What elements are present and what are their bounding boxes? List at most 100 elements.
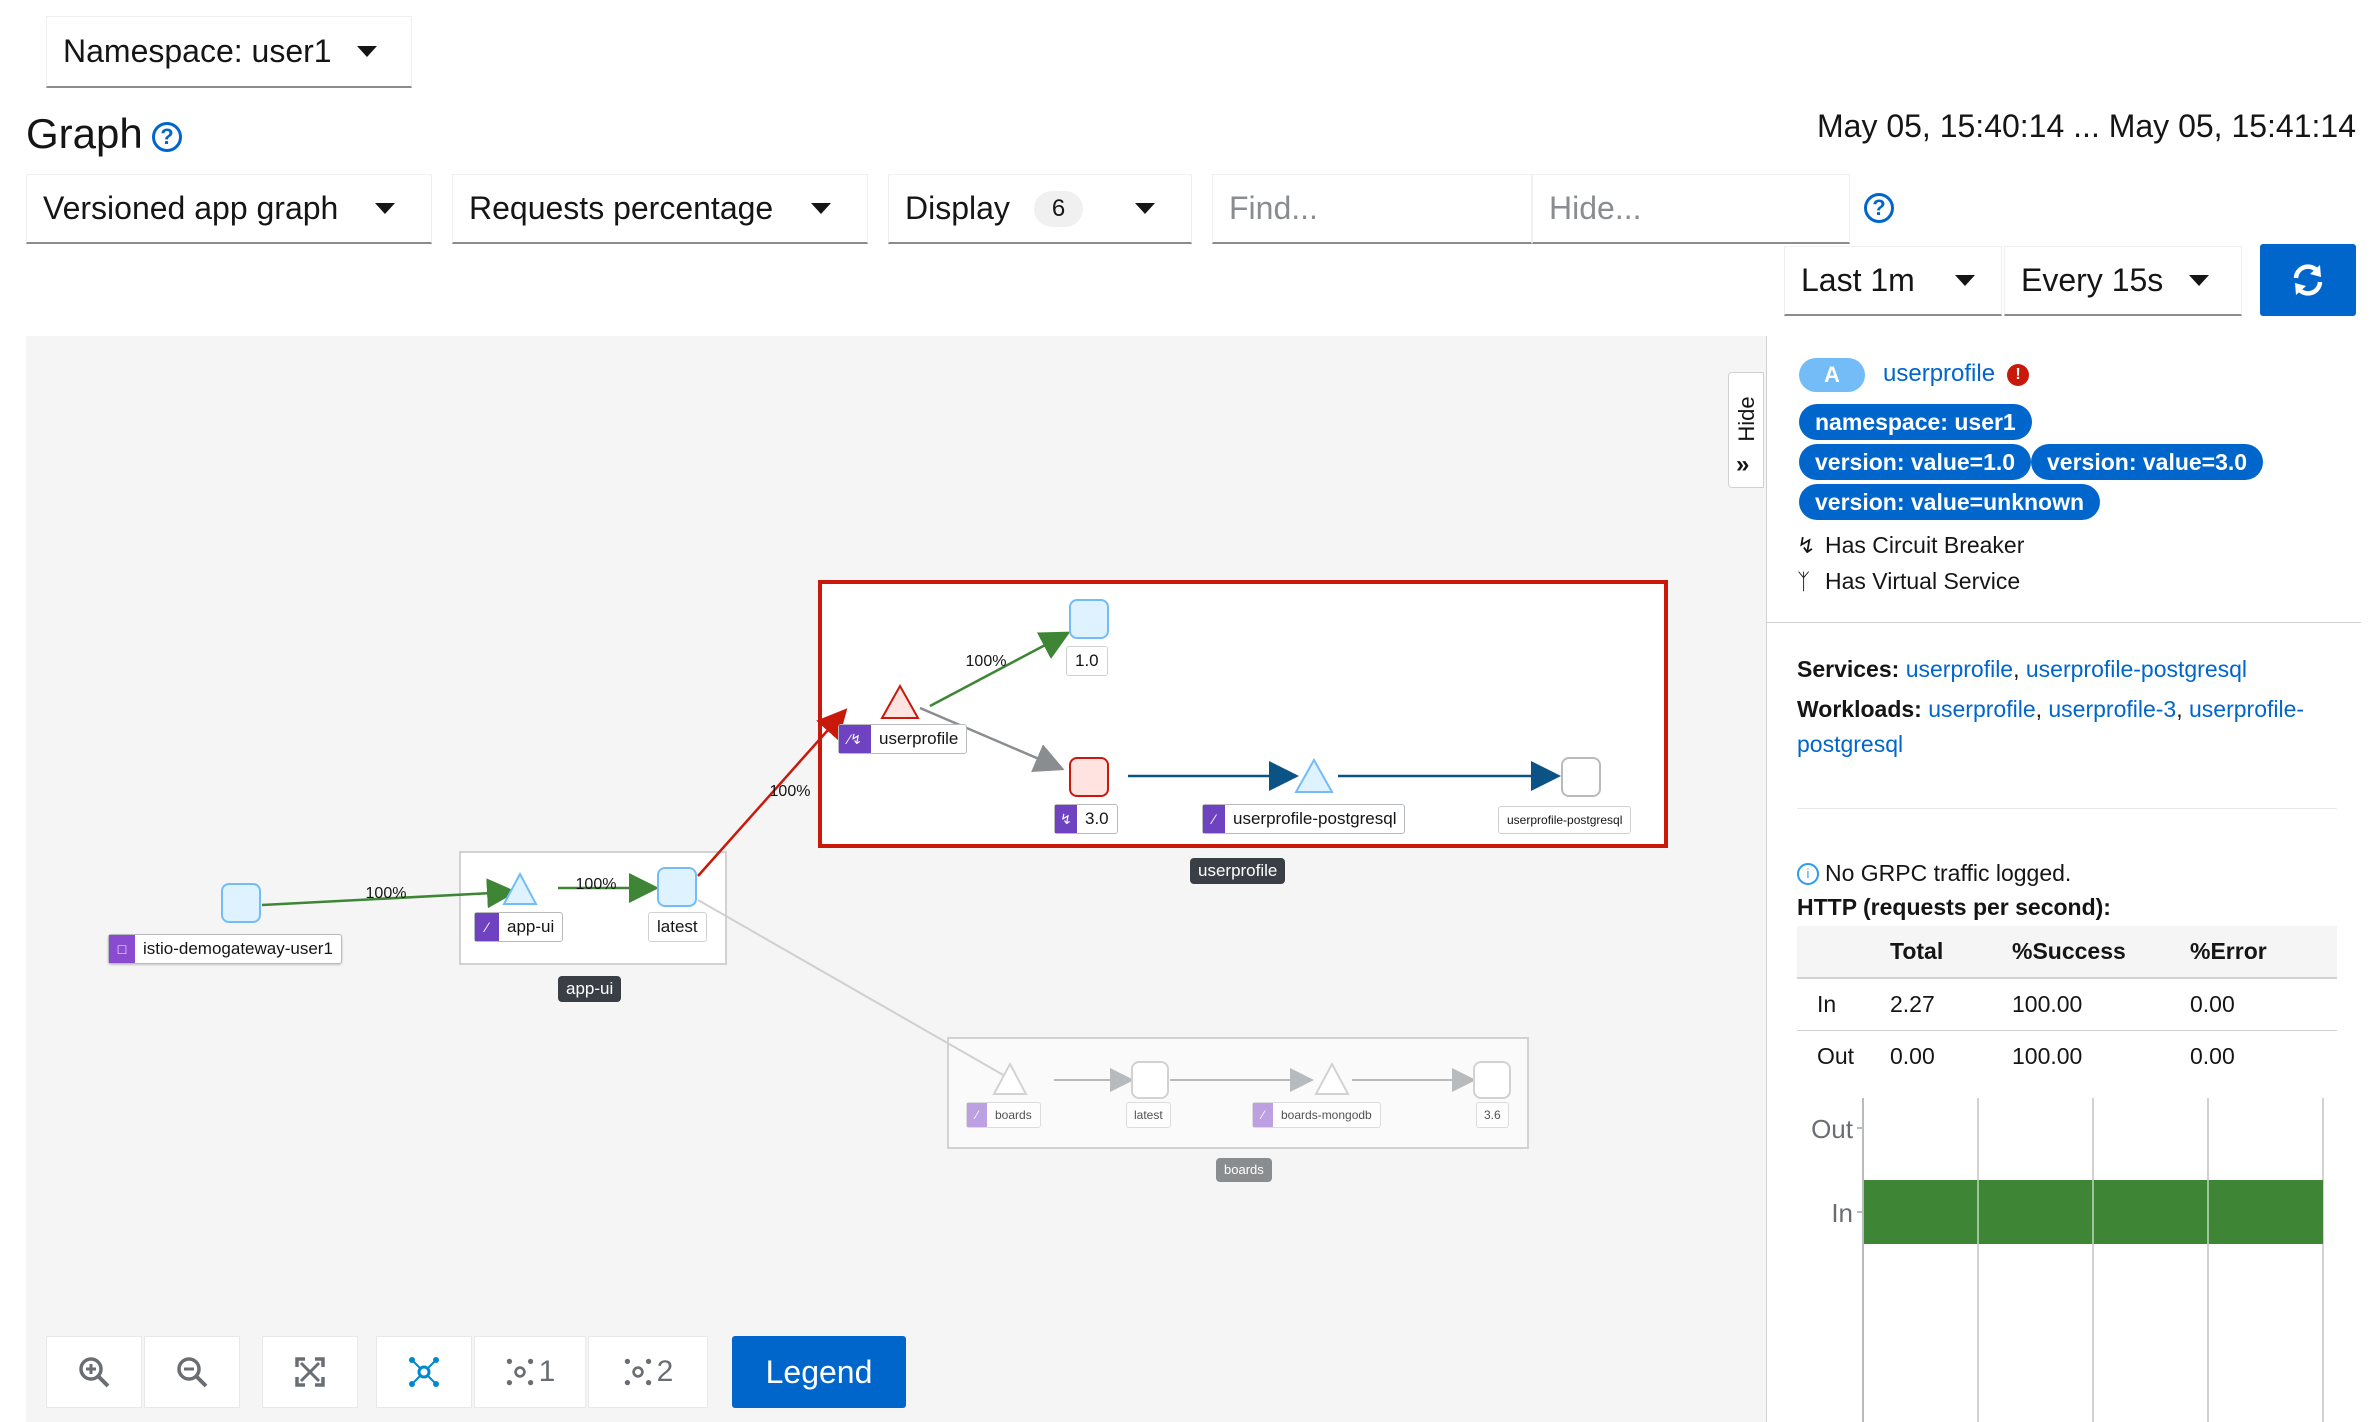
edge-label-dropdown[interactable]: Requests percentage xyxy=(452,174,868,244)
table-cell: 0.00 xyxy=(2190,990,2235,1017)
label-pill: version: value=3.0 xyxy=(2031,444,2264,480)
virtual-service-row: ᛉ Has Virtual Service xyxy=(1797,568,2020,595)
find-input[interactable]: Find... xyxy=(1212,174,1532,244)
refresh-interval-dropdown[interactable]: Every 15s xyxy=(2004,246,2242,316)
boards-mongodb-version-text: 3.6 xyxy=(1484,1108,1501,1122)
duration-dropdown[interactable]: Last 1m xyxy=(1784,246,2002,316)
layout-1-label: 1 xyxy=(538,1355,556,1388)
edge-latest-boards[interactable] xyxy=(697,899,1013,1081)
layout-2-button[interactable]: 2 xyxy=(588,1336,708,1408)
userprofile-postgresql-service-node[interactable] xyxy=(1294,757,1334,793)
edge-userprofile-v30[interactable] xyxy=(919,706,1065,772)
boards-latest-node[interactable] xyxy=(1131,1061,1169,1099)
layout-default-button[interactable] xyxy=(376,1336,472,1408)
boards-box[interactable] xyxy=(947,1037,1529,1149)
hide-tab-label: Hide xyxy=(1734,396,1759,442)
edge-label: 100% xyxy=(966,653,1007,670)
service-link[interactable]: userprofile-postgresql xyxy=(2025,656,2248,682)
zoom-out-button[interactable] xyxy=(144,1336,240,1408)
userprofile-box-label: userprofile xyxy=(1190,858,1286,884)
chevron-down-icon xyxy=(811,203,831,214)
boards-latest-label[interactable]: latest xyxy=(1126,1102,1171,1128)
chart-category-label: Out xyxy=(1811,1114,1854,1144)
userprofile-v10-text: 1.0 xyxy=(1075,651,1099,670)
userprofile-v30-node[interactable] xyxy=(1069,757,1109,797)
app-ui-service-label[interactable]: ⁄ app-ui xyxy=(474,912,564,942)
chevron-down-icon xyxy=(1135,203,1155,214)
layout-2-label: 2 xyxy=(656,1355,674,1388)
userprofile-postgresql-service-label[interactable]: ⁄ userprofile-postgresql xyxy=(1202,804,1406,834)
grpc-note-text: No GRPC traffic logged. xyxy=(1825,860,2072,886)
grpc-note: i No GRPC traffic logged. xyxy=(1797,860,2071,887)
userprofile-service-text: userprofile xyxy=(879,729,959,748)
namespace-dropdown[interactable]: Namespace: user1 xyxy=(46,16,412,88)
table-cell: 2.27 xyxy=(1890,990,1935,1017)
hide-panel-tab[interactable]: Hide » xyxy=(1728,372,1764,488)
question-circle-icon[interactable]: ? xyxy=(152,122,182,152)
userprofile-v10-node[interactable] xyxy=(1069,599,1109,639)
boards-mongodb-service-node[interactable] xyxy=(1314,1061,1350,1095)
edge-gateway-appui[interactable] xyxy=(261,878,517,909)
topology-icon xyxy=(624,1358,651,1386)
workload-link[interactable]: userprofile-3 xyxy=(2048,696,2177,722)
graph-type-dropdown[interactable]: Versioned app graph xyxy=(26,174,432,244)
app-ui-service-text: app-ui xyxy=(507,917,555,936)
refresh-button[interactable] xyxy=(2260,244,2356,316)
userprofile-postgresql-service-text: userprofile-postgresql xyxy=(1233,809,1397,828)
userprofile-v10-label[interactable]: 1.0 xyxy=(1066,646,1108,676)
hide-input[interactable]: Hide... xyxy=(1532,174,1850,244)
divider xyxy=(1797,808,2337,809)
question-circle-icon[interactable]: ? xyxy=(1864,193,1894,223)
virtual-service-icon: ⁄ xyxy=(1203,805,1225,833)
app-name-link[interactable]: userprofile xyxy=(1883,360,1996,387)
boards-mongodb-version-label[interactable]: 3.6 xyxy=(1476,1102,1509,1128)
fit-graph-button[interactable] xyxy=(262,1336,358,1408)
table-row: In 2.27 100.00 0.00 xyxy=(1797,978,2337,1030)
table-header: %Error xyxy=(2190,938,2267,964)
table-cell: In xyxy=(1817,990,1837,1017)
userprofile-v30-label[interactable]: ↯ 3.0 xyxy=(1054,804,1118,834)
zoom-out-icon xyxy=(177,1357,208,1388)
exclamation-circle-icon: ! xyxy=(2007,364,2029,386)
app-ui-latest-label[interactable]: latest xyxy=(648,912,707,942)
workloads-row: Workloads: userprofile, userprofile-3, u… xyxy=(1797,696,2305,757)
table-header: Total xyxy=(1890,938,1944,964)
layout-1-button[interactable]: 1 xyxy=(474,1336,586,1408)
userprofile-service-node[interactable] xyxy=(880,683,920,719)
table-cell: Out xyxy=(1817,1042,1855,1069)
boards-mongodb-service-label[interactable]: ⁄ boards-mongodb xyxy=(1252,1102,1381,1128)
zoom-in-button[interactable] xyxy=(46,1336,142,1408)
table-cell: 100.00 xyxy=(2012,1042,2083,1069)
app-ui-service-node[interactable] xyxy=(502,871,538,905)
app-ui-latest-text: latest xyxy=(657,917,698,936)
legend-button[interactable]: Legend xyxy=(732,1336,906,1408)
graph-canvas[interactable]: 100% 100% 100% 100% □ istio-demogateway-… xyxy=(26,336,1766,1422)
boards-service-label[interactable]: ⁄ boards xyxy=(966,1102,1041,1128)
virtual-service-text: Has Virtual Service xyxy=(1825,568,2021,594)
label-pill: version: value=unknown xyxy=(1799,484,2101,520)
table-header xyxy=(1797,926,1889,978)
graph-svg[interactable]: 100% 100% 100% 100% xyxy=(26,336,1766,1422)
display-dropdown[interactable]: Display 6 xyxy=(888,174,1192,244)
workload-link[interactable]: userprofile xyxy=(1928,696,2036,722)
edge-latest-userprofile[interactable] xyxy=(697,708,848,877)
boards-mongodb-version-node[interactable] xyxy=(1473,1061,1511,1099)
boards-service-node[interactable] xyxy=(992,1061,1028,1095)
zoom-in-icon xyxy=(79,1357,110,1388)
userprofile-postgresql-workload-node[interactable] xyxy=(1561,757,1601,797)
userprofile-service-label[interactable]: ⁄↯ userprofile xyxy=(838,724,968,754)
workload-link[interactable]: userprofile-postgresql xyxy=(1797,696,2305,757)
app-ui-latest-node[interactable] xyxy=(657,867,697,907)
refresh-interval-label: Every 15s xyxy=(2021,262,2164,298)
service-link[interactable]: userprofile xyxy=(1905,656,2014,682)
circuit-breaker-text: Has Circuit Breaker xyxy=(1825,532,2025,558)
virtual-service-icon: ⁄ xyxy=(475,913,499,941)
edge-userprofile-v10[interactable] xyxy=(929,631,1071,708)
topology-icon xyxy=(409,1357,439,1387)
info-circle-icon: i xyxy=(1797,862,1819,885)
gateway-node[interactable] xyxy=(221,883,261,923)
gateway-node-label[interactable]: □ istio-demogateway-user1 xyxy=(108,934,342,964)
userprofile-postgresql-workload-label[interactable]: userprofile-postgresql xyxy=(1498,806,1632,834)
boards-mongodb-service-text: boards-mongodb xyxy=(1281,1108,1372,1122)
